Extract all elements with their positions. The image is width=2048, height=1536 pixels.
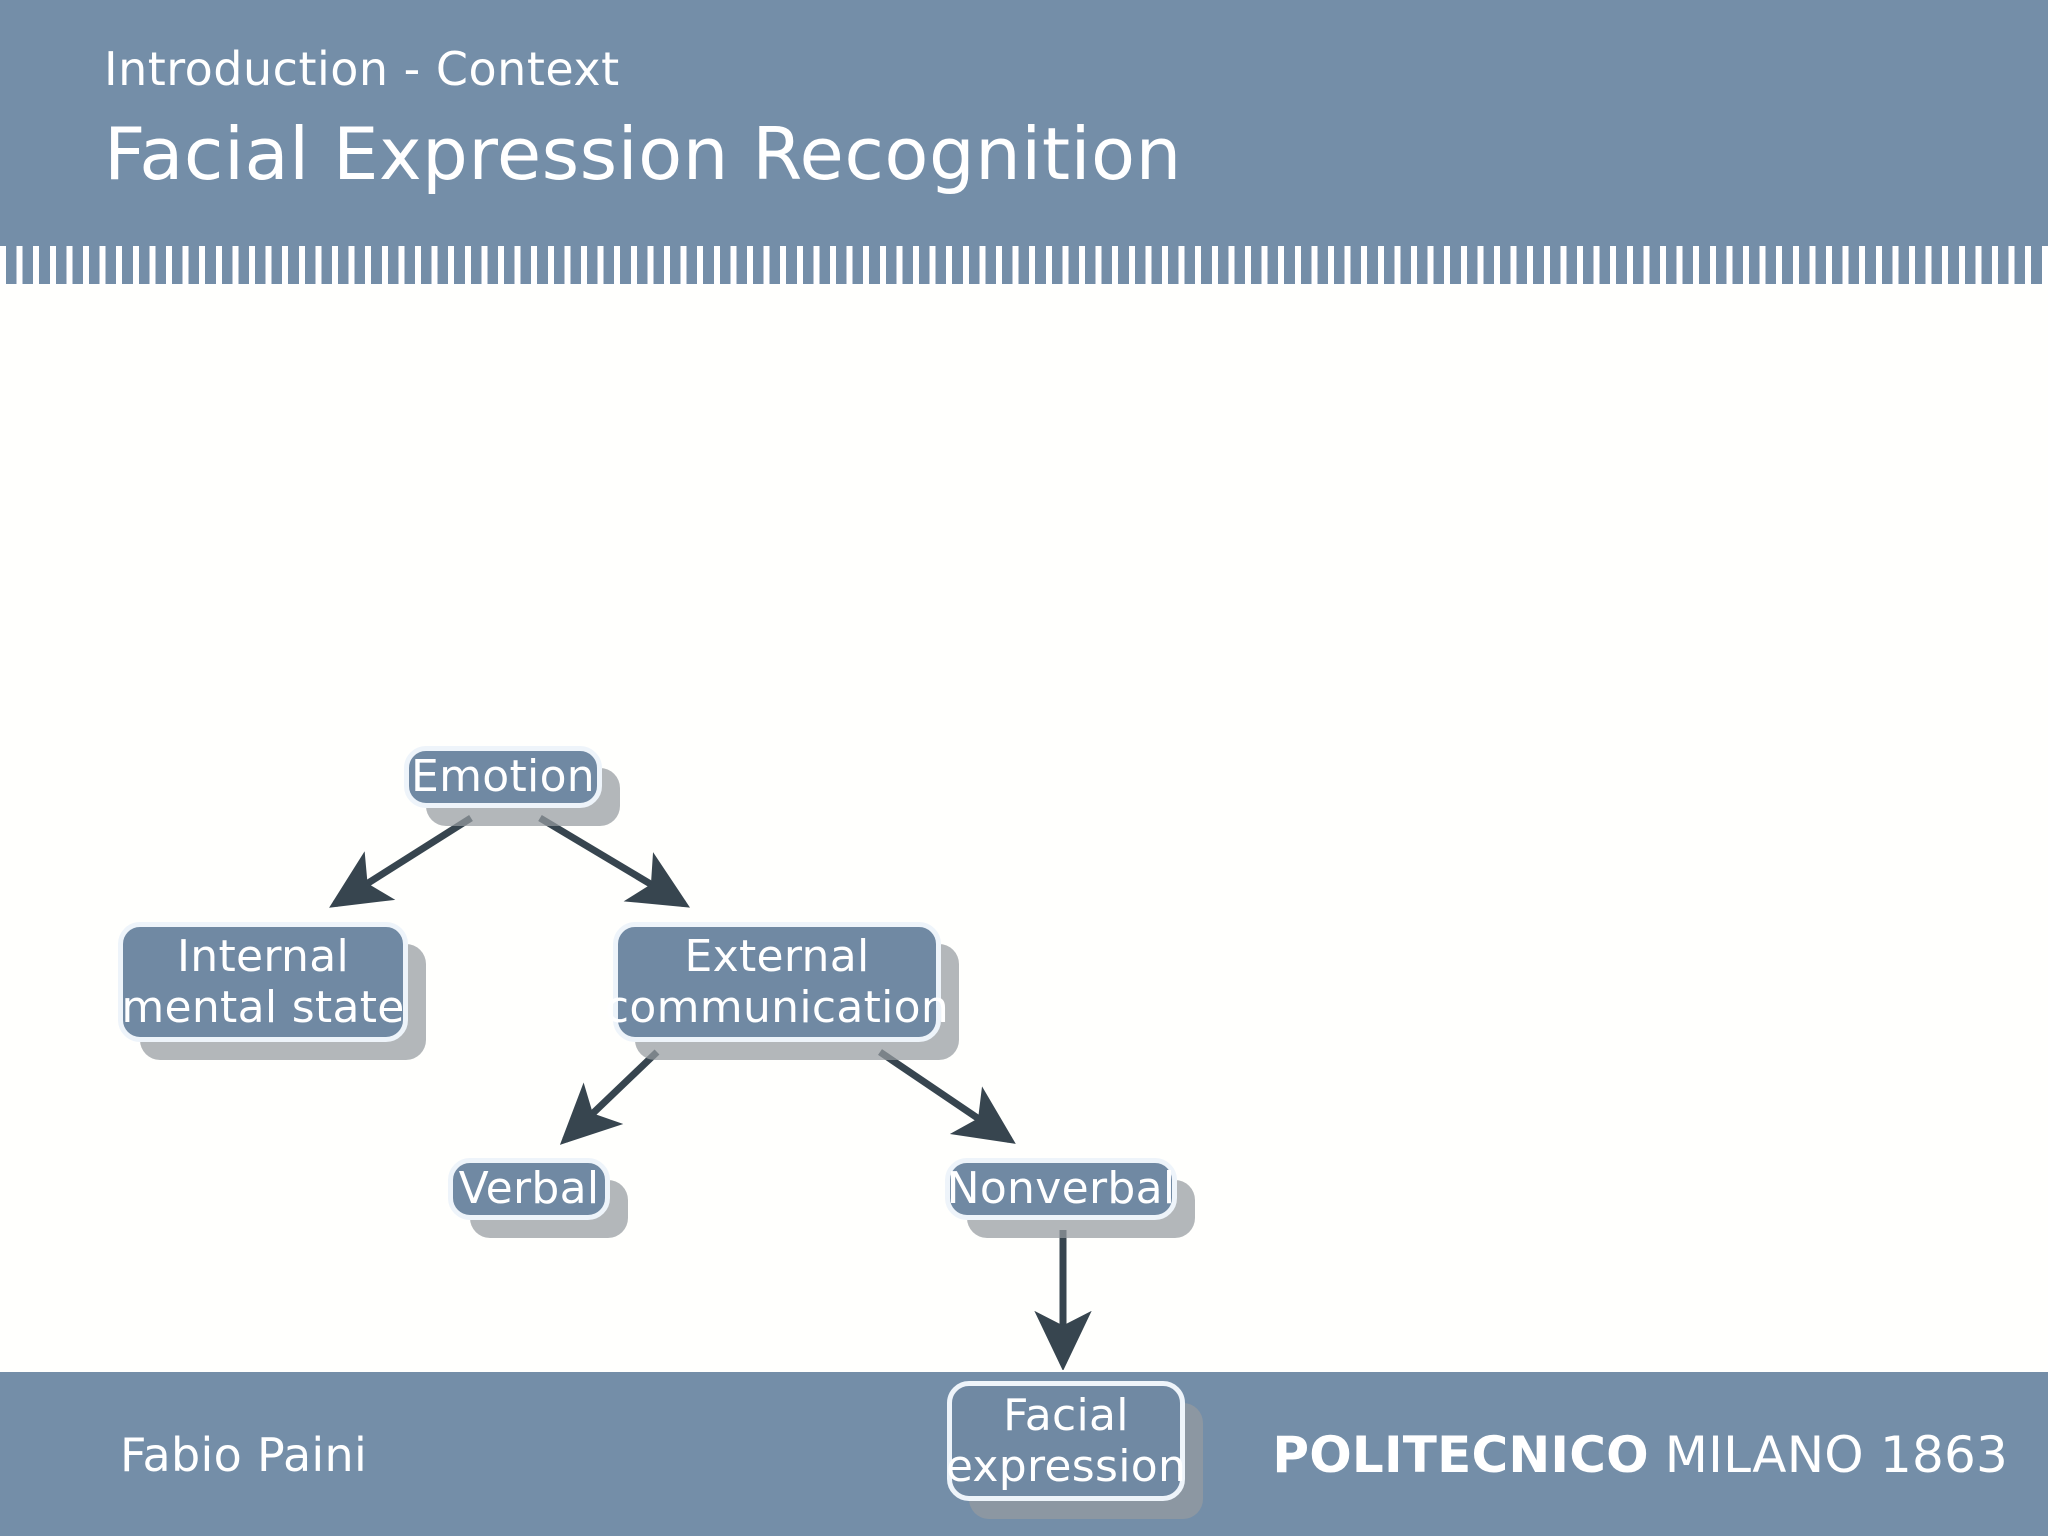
node-nonverbal[interactable]: Nonverbal [945, 1158, 1177, 1220]
slide-content: Emotion Internal mental state External c… [0, 284, 2048, 1501]
node-internal-mental-state-label: Internal mental state [121, 930, 405, 1033]
node-nonverbal-label: Nonverbal [946, 1163, 1176, 1215]
edge-emotion-external [538, 814, 691, 908]
diagram-edges [329, 814, 1092, 1370]
node-verbal[interactable]: Verbal [448, 1158, 610, 1220]
header-comb-decoration [0, 240, 2048, 284]
node-emotion[interactable]: Emotion [404, 746, 602, 808]
comb-teeth-pattern [0, 246, 2048, 284]
node-emotion-label: Emotion [411, 751, 595, 803]
politecnico-logo: POLITECNICO MILANO 1863 [1272, 1373, 2008, 1536]
emotion-taxonomy-diagram: Emotion Internal mental state External c… [0, 284, 2048, 1501]
node-facial-expression-label: Facial expression [945, 1389, 1187, 1492]
slide-subtitle: Introduction - Context [104, 42, 620, 96]
node-verbal-label: Verbal [458, 1163, 600, 1215]
edge-emotion-internal [329, 815, 473, 908]
politecnico-logo-light: MILANO 1863 [1664, 1426, 2008, 1484]
politecnico-logo-bold: POLITECNICO [1272, 1426, 1649, 1484]
page-title: Facial Expression Recognition [104, 112, 1182, 196]
node-external-communication-label: External communication [604, 930, 950, 1033]
node-facial-expression[interactable]: Facial expression [945, 1381, 1187, 1501]
edge-external-verbal [559, 1049, 660, 1145]
edge-external-nonverbal [878, 1049, 1016, 1144]
node-external-communication[interactable]: External communication [605, 922, 949, 1042]
footer-author: Fabio Paini [120, 1428, 368, 1482]
node-internal-mental-state[interactable]: Internal mental state [118, 922, 408, 1042]
slide-header: Introduction - Context Facial Expression… [0, 0, 2048, 240]
